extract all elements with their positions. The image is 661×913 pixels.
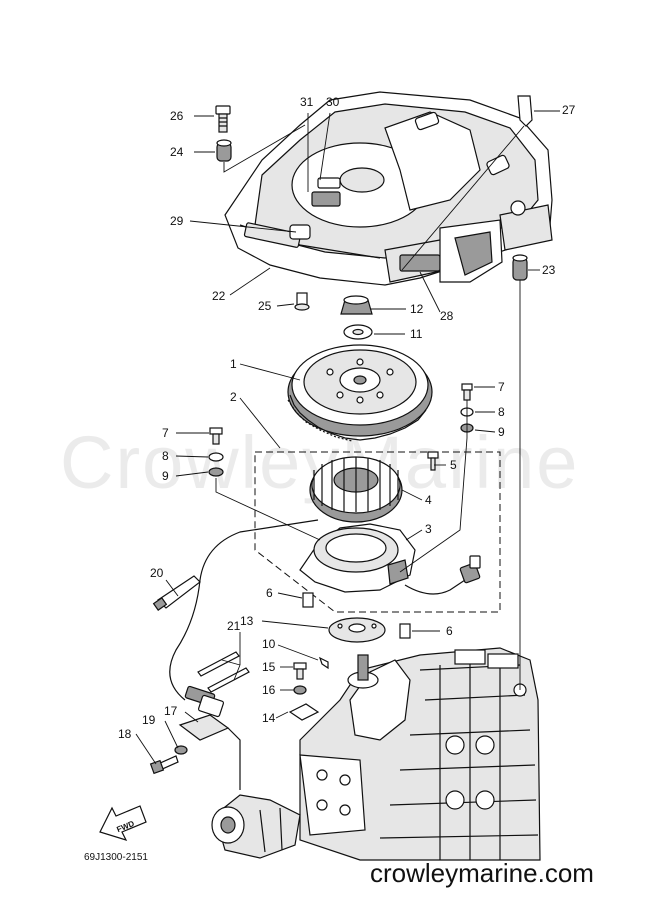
- engine-block: [211, 647, 541, 861]
- callout-17: 17: [164, 704, 178, 718]
- stator-base-3: [299, 523, 481, 595]
- bolt-15: [293, 662, 307, 680]
- bolt-7-left: [209, 427, 223, 445]
- grommet-24: [216, 139, 232, 162]
- bands-21: [197, 651, 250, 693]
- wire-harness: [169, 519, 319, 701]
- callout-22: 22: [212, 289, 226, 303]
- drawing-code: 69J1300-2151: [84, 852, 148, 863]
- callout-7-left: 7: [162, 426, 169, 440]
- callout-25: 25: [258, 299, 272, 313]
- plate-13: [328, 617, 386, 643]
- collar-25: [294, 292, 310, 311]
- callout-20: 20: [150, 566, 164, 580]
- flywheel-cover: [224, 91, 553, 286]
- callout-1: 1: [230, 357, 237, 371]
- bolt-7-right: [461, 383, 473, 401]
- washer-11: [343, 324, 373, 340]
- callout-27: 27: [562, 103, 576, 117]
- callout-9-right: 9: [498, 425, 505, 439]
- bolt-20: [152, 575, 201, 611]
- bracket-17: [178, 714, 241, 790]
- callout-4: 4: [425, 493, 432, 507]
- callout-31: 31: [300, 95, 314, 109]
- callout-7-right: 7: [498, 380, 505, 394]
- callout-28: 28: [440, 309, 454, 323]
- callout-10: 10: [262, 637, 276, 651]
- callout-21: 21: [227, 619, 241, 633]
- callout-6a: 6: [266, 586, 273, 600]
- callout-19: 19: [142, 713, 156, 727]
- collar-6b: [399, 623, 411, 639]
- callout-12: 12: [410, 302, 424, 316]
- connector-harness: [184, 685, 225, 718]
- leader-lines: [135, 110, 560, 765]
- callout-9-left: 9: [162, 469, 169, 483]
- key-10: [318, 656, 329, 670]
- callout-24: 24: [170, 145, 184, 159]
- fwd-arrow-icon: FWD: [99, 805, 147, 841]
- callout-2: 2: [230, 390, 237, 404]
- stator-assembly-box: [254, 451, 501, 613]
- clip-27: [517, 95, 533, 127]
- callout-3: 3: [425, 522, 432, 536]
- flywheel-1: [287, 344, 433, 442]
- washer-8-left: [208, 452, 224, 462]
- bolt-18: [149, 755, 179, 775]
- stator-coil-4: [309, 456, 403, 523]
- site-link[interactable]: crowleymarine.com: [370, 858, 594, 888]
- washer-9-left: [208, 467, 224, 477]
- callout-13: 13: [240, 614, 254, 628]
- grommet-23: [512, 254, 528, 281]
- callout-8-left: 8: [162, 449, 169, 463]
- callout-6b: 6: [446, 624, 453, 638]
- callout-23: 23: [542, 263, 556, 277]
- washer-16: [293, 685, 307, 695]
- callout-18: 18: [118, 727, 132, 741]
- clip-14: [288, 703, 320, 721]
- nut-12: [340, 295, 373, 315]
- washer-19: [174, 745, 188, 755]
- bolt-26: [215, 105, 231, 133]
- callout-26: 26: [170, 109, 184, 123]
- callout-8-right: 8: [498, 405, 505, 419]
- callout-15: 15: [262, 660, 276, 674]
- callout-11: 11: [410, 327, 423, 341]
- callout-30: 30: [326, 95, 340, 109]
- screw-5: [427, 451, 439, 471]
- collar-6a: [302, 592, 314, 608]
- callout-16: 16: [262, 683, 276, 697]
- callout-14: 14: [262, 711, 276, 725]
- callout-5: 5: [450, 458, 457, 472]
- callout-29: 29: [170, 214, 184, 228]
